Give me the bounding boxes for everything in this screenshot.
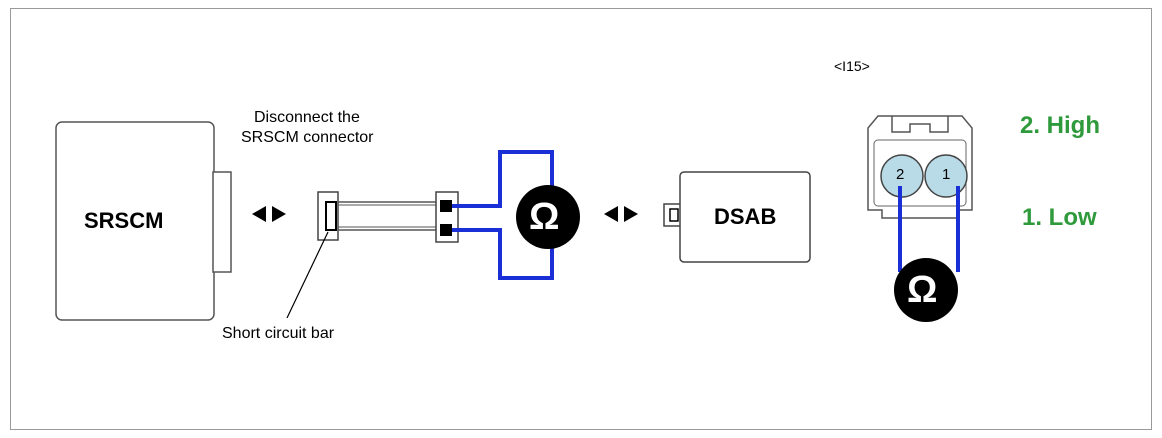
ohmmeter-left [516, 185, 580, 249]
srscm-module [55, 121, 232, 321]
dsab-label: DSAB [714, 204, 777, 229]
short-circuit-note: Short circuit bar [222, 325, 335, 342]
pin-high-label: 2. High [1020, 112, 1101, 139]
i15-connector-face [867, 115, 973, 219]
connector-meter-leads [898, 186, 960, 272]
disconnect-note-line1: Disconnect the [254, 109, 360, 126]
disconnect-note-line2: SRSCM connector [241, 129, 374, 146]
ohm-symbol-icon: Ω [907, 269, 938, 311]
short-circuit-leader [286, 231, 329, 319]
double-arrow-left [252, 206, 286, 222]
short-circuit-connector [317, 191, 339, 241]
srscm-label: SRSCM [84, 208, 164, 233]
dsab-module [663, 171, 811, 263]
pin-2-number: 2 [896, 166, 905, 183]
ohm-symbol-icon: Ω [529, 196, 560, 238]
connector-code: <I15> [834, 58, 870, 74]
harness-end-connector [435, 191, 459, 243]
ohmmeter-right [894, 258, 958, 322]
wiring-harness [338, 201, 436, 231]
double-arrow-right [604, 206, 638, 222]
pin-1-number: 1 [942, 166, 951, 183]
pin-low-label: 1. Low [1022, 204, 1097, 231]
meter-leads [452, 150, 554, 280]
